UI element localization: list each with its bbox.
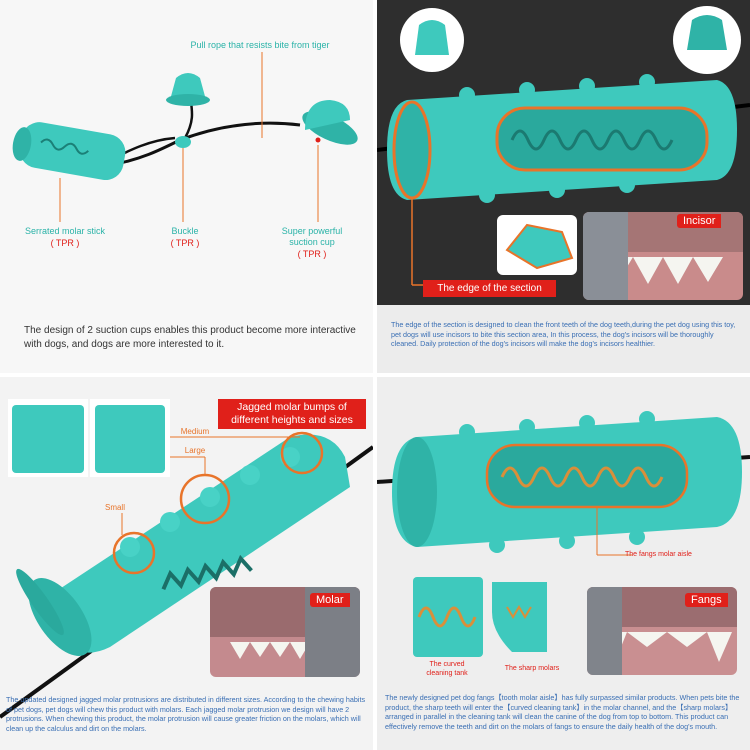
molar-tag: Molar — [310, 593, 350, 607]
section-edge-illustration — [377, 0, 750, 305]
panel-section-edge: Incisor The edge of the section The edge… — [377, 0, 750, 373]
fangs-tag: Fangs — [685, 593, 728, 607]
cup-label-line2: suction cup — [289, 237, 335, 247]
product-overview-illustration — [12, 52, 358, 222]
molar-stick-diagonal — [16, 434, 350, 656]
buckle-label: Buckle — [171, 226, 199, 236]
buckle — [175, 136, 191, 148]
fangs-slot-label: The fangs molar aisle — [625, 551, 692, 558]
suction-cup-large — [302, 100, 358, 145]
jagged-molar-illustration — [0, 399, 373, 719]
fangs-caption: The newly designed pet dog fangs【tooth m… — [385, 693, 740, 732]
curved-tank-label-line2: cleaning tank — [426, 670, 468, 677]
jagged-title-line2: different heights and sizes — [231, 414, 353, 426]
overview-caption: The design of 2 suction cups enables thi… — [24, 325, 356, 350]
jagged-title-line1: Jagged molar bumps of — [237, 401, 347, 413]
molar-stick-closeup — [387, 74, 737, 203]
suction-cup-small — [166, 73, 210, 106]
fangs-photo — [587, 587, 737, 675]
small-label: Small — [104, 503, 125, 512]
jagged-caption: The updated designed jagged molar protru… — [6, 695, 366, 734]
buckle-material: ( TPR ) — [170, 238, 200, 248]
panel-fangs-aisle: The fangs molar aisle Fangs The curved c… — [377, 377, 750, 750]
stick-label: Serrated molar stick — [24, 226, 106, 236]
large-label: Large — [184, 446, 206, 455]
edge-tag: The edge of the section — [423, 280, 556, 297]
cup-material: ( TPR ) — [297, 249, 327, 259]
incisor-tag: Incisor — [677, 214, 722, 228]
sharp-molars-inset — [492, 582, 547, 652]
cup-label-line1: Super powerful — [281, 226, 343, 236]
rope-label: Pull rope that resists bite from tiger — [190, 40, 330, 50]
section-edge-caption: The edge of the section is designed to c… — [391, 320, 736, 349]
sharp-molars-label: The sharp molars — [504, 665, 560, 672]
curved-tank-label-line1: The curved — [429, 661, 465, 668]
stick-material: ( TPR ) — [50, 238, 80, 248]
panel-product-overview: Pull rope that resists bite from tiger S… — [0, 0, 373, 373]
panel-jagged-molar: Jagged molar bumps of different heights … — [0, 377, 373, 750]
medium-label: Medium — [180, 427, 210, 436]
molar-stick — [12, 122, 126, 181]
panel-divider-horizontal — [0, 373, 750, 377]
molar-stick-horizontal — [392, 411, 742, 553]
fangs-aisle-illustration — [377, 411, 750, 657]
jagged-title-box: Jagged molar bumps of different heights … — [218, 399, 366, 429]
